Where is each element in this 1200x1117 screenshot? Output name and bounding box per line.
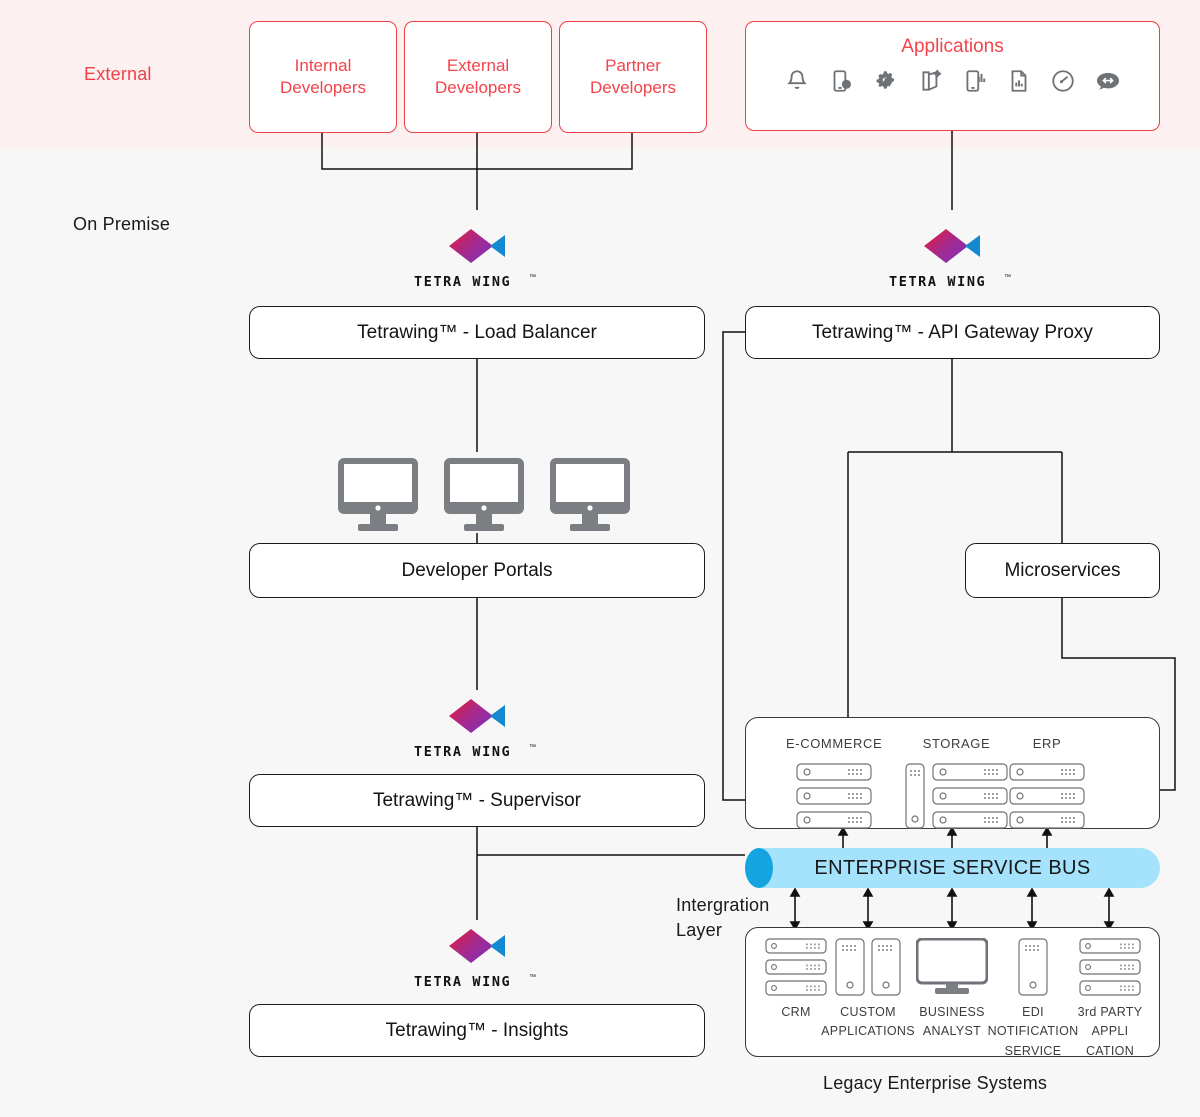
mobile-analytics-icon[interactable]: [962, 68, 988, 94]
server-tower-icon: [835, 938, 865, 996]
tetrawing-wordmark: TETRA WING ™: [889, 274, 1011, 289]
applications-title: Applications: [901, 36, 1004, 57]
svg-text:TETRA WING: TETRA WING: [414, 974, 511, 989]
developer-portal-monitors: [336, 456, 632, 534]
server-rack-icon: [1079, 938, 1141, 954]
system-group-title: E-COMMERCE: [786, 736, 883, 751]
applications-icon-row: [784, 68, 1122, 94]
svg-text:™: ™: [529, 974, 536, 981]
tetrawing-logo-api-gateway: TETRA WING ™: [887, 226, 1017, 289]
server-tower-icon: [1018, 938, 1048, 996]
system-group-title: ERP: [1032, 736, 1062, 751]
box-microservices[interactable]: Microservices: [965, 543, 1160, 598]
esb-cylinder-cap: [745, 848, 773, 888]
gauge-icon[interactable]: [1050, 68, 1076, 94]
tetrawing-logo-load-balancer: TETRA WING ™: [412, 226, 542, 289]
zone-label-external: External: [84, 64, 152, 84]
system-group-storage[interactable]: STORAGE: [905, 736, 1008, 829]
system-group-e-commerce[interactable]: E-COMMERCE: [786, 736, 882, 829]
monitor-icon: [916, 938, 988, 994]
bell-icon[interactable]: [784, 68, 810, 94]
server-rack-icon: [1079, 980, 1141, 996]
tetrawing-mark-icon: [449, 699, 505, 733]
system-group-title: STORAGE: [922, 736, 991, 751]
legacy-item-crm[interactable]: CRM: [760, 938, 832, 1022]
rack-stack: [765, 938, 827, 996]
svg-text:TETRA WING: TETRA WING: [414, 274, 511, 289]
tetrawing-mark-icon: [449, 929, 505, 963]
box-load-balancer[interactable]: Tetrawing™ - Load Balancer: [249, 306, 705, 359]
esb-label: ENTERPRISE SERVICE BUS: [814, 856, 1091, 879]
server-rack-icon: [1009, 763, 1085, 781]
rack-stack: [796, 763, 872, 829]
server-rack-icon: [1009, 811, 1085, 829]
zone-label-on-premise: On Premise: [73, 214, 171, 234]
document-chart-icon[interactable]: [1006, 68, 1032, 94]
zone-label-legacy-enterprise-systems: Legacy Enterprise Systems: [823, 1073, 1048, 1093]
box-developer-portals[interactable]: Developer Portals: [249, 543, 705, 598]
zone-label-integration-layer-line1: Intergration: [676, 895, 770, 915]
tetrawing-mark-icon: [924, 229, 980, 263]
legacy-item-caption: CRM: [781, 1005, 811, 1019]
server-tower-icon: [871, 938, 901, 996]
zone-label-integration-layer-line2: Layer: [676, 920, 723, 940]
server-rack-icon: [796, 787, 872, 805]
server-rack-icon: [765, 938, 827, 954]
svg-text:™: ™: [1004, 274, 1011, 281]
server-rack-icon: [765, 980, 827, 996]
monitor-icon: [338, 458, 418, 531]
applications-box[interactable]: Applications: [745, 21, 1160, 131]
server-rack-icon: [932, 787, 1008, 805]
tetrawing-logo-supervisor: TETRA WING ™: [412, 696, 542, 759]
box-api-gateway-proxy[interactable]: Tetrawing™ - API Gateway Proxy: [745, 306, 1160, 359]
tetrawing-wordmark: TETRA WING ™: [414, 974, 536, 989]
svg-text:TETRA WING: TETRA WING: [889, 274, 986, 289]
chat-exchange-icon[interactable]: [1094, 68, 1122, 94]
monitor-icon: [444, 458, 524, 531]
server-rack-icon: [796, 763, 872, 781]
svg-text:™: ™: [529, 274, 536, 281]
server-rack-icon: [765, 959, 827, 975]
server-tower-icon: [905, 763, 925, 829]
rack-stack: [1009, 763, 1085, 829]
box-supervisor[interactable]: Tetrawing™ - Supervisor: [249, 774, 705, 827]
tetrawing-logo-insights: TETRA WING ™: [412, 926, 542, 989]
document-gear-icon[interactable]: [918, 68, 944, 94]
rack-stack: [1079, 938, 1141, 996]
system-group-erp[interactable]: ERP: [1009, 736, 1085, 829]
tetrawing-wordmark: TETRA WING ™: [414, 274, 536, 289]
server-rack-icon: [932, 763, 1008, 781]
server-rack-icon: [1079, 959, 1141, 975]
box-insights[interactable]: Tetrawing™ - Insights: [249, 1004, 705, 1057]
monitor-icon: [550, 458, 630, 531]
gears-icon[interactable]: [872, 68, 900, 94]
tetrawing-mark-icon: [449, 229, 505, 263]
tower-pair: [835, 938, 901, 996]
tetrawing-wordmark: TETRA WING ™: [414, 744, 536, 759]
server-rack-icon: [796, 811, 872, 829]
enterprise-service-bus[interactable]: ENTERPRISE SERVICE BUS: [745, 848, 1160, 888]
mobile-notification-icon[interactable]: [828, 68, 854, 94]
server-rack-icon: [1009, 787, 1085, 805]
rack-stack: [905, 763, 1008, 829]
svg-text:TETRA WING: TETRA WING: [414, 744, 511, 759]
svg-text:™: ™: [529, 744, 536, 751]
server-rack-icon: [932, 811, 1008, 829]
